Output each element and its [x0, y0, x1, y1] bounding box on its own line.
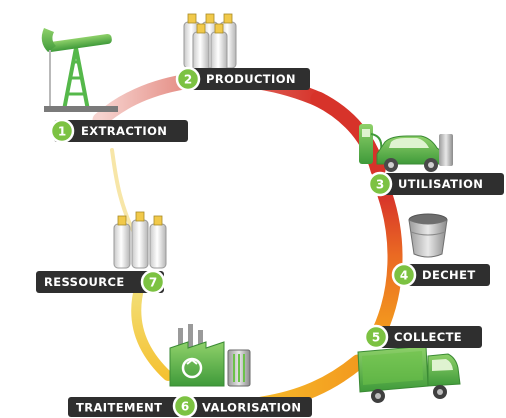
step-label-left: TRAITEMENT	[76, 401, 162, 415]
factory-icon	[169, 324, 251, 387]
car-fuel-pump-icon	[359, 124, 453, 172]
step-label: UTILISATION	[398, 177, 483, 191]
step-ressource: RESSOURCE 7	[36, 269, 166, 295]
step-label: DECHET	[422, 268, 476, 282]
step-label: RESSOURCE	[44, 275, 125, 289]
truck-icon	[357, 345, 461, 403]
step-number: 4	[400, 269, 408, 283]
step-number: 6	[181, 400, 189, 414]
step-number: 7	[149, 276, 157, 290]
oil-pump-icon	[41, 28, 118, 112]
step-collecte: 5 COLLECTE	[363, 324, 482, 350]
cycle-arc-left	[131, 280, 173, 381]
bottles-icon	[113, 211, 167, 269]
bucket-icon	[408, 213, 448, 258]
step-utilisation: 3 UTILISATION	[367, 171, 504, 197]
step-dechet: 4 DECHET	[391, 262, 490, 288]
cycle-arc-right	[372, 187, 403, 338]
step-number: 2	[184, 73, 192, 87]
step-number: 5	[372, 331, 380, 345]
step-label: PRODUCTION	[206, 72, 296, 86]
step-label: COLLECTE	[394, 330, 462, 344]
cycle-arc-top-right	[310, 91, 386, 178]
step-number: 3	[376, 178, 384, 192]
bottles-icon	[183, 13, 237, 77]
step-label: EXTRACTION	[81, 124, 167, 138]
step-number: 1	[58, 125, 66, 139]
step-label: VALORISATION	[202, 401, 301, 415]
step-production: 2 PRODUCTION	[175, 66, 310, 92]
step-traitement-valorisation: TRAITEMENT 6 VALORISATION	[68, 393, 312, 418]
step-extraction: 1 EXTRACTION	[49, 118, 188, 144]
